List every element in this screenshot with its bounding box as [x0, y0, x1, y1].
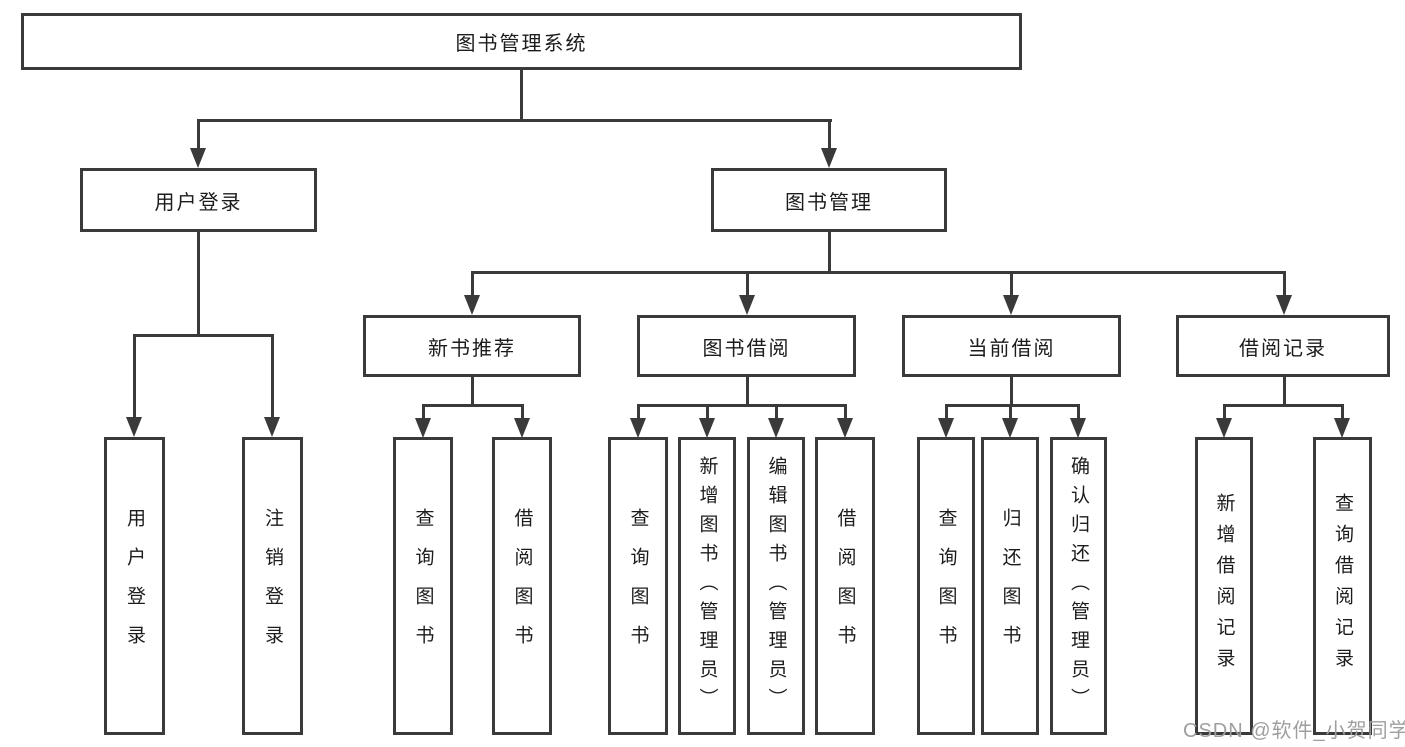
arrow-down-icon: [1276, 295, 1292, 315]
node-label: 归还图书: [999, 508, 1021, 664]
arrow-down-icon: [126, 417, 142, 437]
node-br-add-record: 新增借阅记录: [1195, 437, 1253, 735]
node-bb-add-books-admin: 新增图书（管理员）: [678, 437, 736, 735]
node-label: 新书推荐: [428, 337, 516, 360]
node-cb-confirm-return-admin: 确认归还（管理员）: [1050, 437, 1107, 735]
watermark-text: CSDN @软件_小贺同学: [1183, 720, 1405, 742]
node-label: 图书管理: [785, 191, 873, 214]
arrow-down-icon: [1002, 418, 1018, 438]
node-label: 注销登录: [262, 508, 283, 664]
node-label: 用户登录: [124, 508, 145, 664]
connector-line: [471, 271, 1286, 274]
node-label: 新增图书（管理员）: [696, 455, 718, 717]
connector-line: [271, 334, 274, 417]
node-label: 图书借阅: [702, 337, 791, 360]
connector-line: [197, 119, 200, 149]
node-new-book-recommendation: 新书推荐: [363, 315, 581, 377]
connector-line: [1223, 404, 1226, 419]
connector-line: [775, 404, 778, 419]
connector-line: [520, 70, 523, 120]
arrow-down-icon: [1216, 418, 1232, 438]
arrow-down-icon: [514, 418, 530, 438]
connector-line: [1009, 404, 1012, 419]
node-label: 新增借阅记录: [1213, 493, 1235, 679]
connector-line: [1341, 404, 1344, 419]
arrow-down-icon: [1334, 418, 1350, 438]
arrow-down-icon: [938, 418, 954, 438]
node-label: 用户登录: [154, 191, 243, 214]
node-library-management-system: 图书管理系统: [21, 13, 1022, 70]
node-label: 当前借阅: [967, 337, 1056, 360]
node-user-login-group: 用户登录: [80, 168, 317, 232]
node-book-borrowing: 图书借阅: [637, 315, 856, 377]
connector-line: [133, 334, 274, 337]
node-cb-query-books: 查询图书: [917, 437, 975, 735]
node-current-borrowing: 当前借阅: [902, 315, 1121, 377]
arrow-down-icon: [768, 418, 784, 438]
connector-line: [746, 271, 749, 295]
connector-line: [422, 404, 524, 407]
node-br-query-record: 查询借阅记录: [1313, 437, 1372, 735]
arrow-down-icon: [190, 148, 206, 168]
connector-line: [521, 404, 524, 419]
arrow-down-icon: [1003, 295, 1019, 315]
connector-line: [945, 404, 948, 419]
node-label: 图书管理系统: [455, 33, 588, 55]
connector-line: [471, 271, 474, 295]
node-logout: 注销登录: [242, 437, 303, 735]
connector-line: [1077, 404, 1080, 419]
connector-line: [637, 404, 640, 419]
node-label: 查询图书: [627, 508, 649, 664]
node-rec-borrow-books: 借阅图书: [492, 437, 552, 735]
connector-line: [637, 404, 847, 407]
node-label: 确认归还（管理员）: [1068, 455, 1089, 717]
node-bb-borrow-books: 借阅图书: [815, 437, 875, 735]
arrow-down-icon: [630, 418, 646, 438]
connector-line: [1223, 404, 1344, 407]
node-label: 查询图书: [412, 508, 434, 664]
node-label: 借阅图书: [834, 508, 856, 664]
node-label: 借阅图书: [511, 508, 533, 664]
node-label: 编辑图书（管理员）: [765, 455, 787, 717]
node-bb-query-books: 查询图书: [608, 437, 668, 735]
node-book-management: 图书管理: [711, 168, 947, 232]
node-label: 查询借阅记录: [1332, 493, 1353, 679]
arrow-down-icon: [1070, 418, 1086, 438]
connector-line: [828, 119, 831, 149]
connector-line: [133, 334, 136, 417]
connector-line: [197, 232, 200, 337]
arrow-down-icon: [264, 417, 280, 437]
connector-line: [945, 404, 1080, 407]
connector-line: [197, 119, 832, 122]
node-user-login: 用户登录: [104, 437, 165, 735]
arrow-down-icon: [837, 418, 853, 438]
node-cb-return-books: 归还图书: [981, 437, 1039, 735]
connector-line: [1283, 271, 1286, 295]
connector-line: [1010, 377, 1013, 407]
arrow-down-icon: [821, 148, 837, 168]
node-bb-edit-books-admin: 编辑图书（管理员）: [747, 437, 805, 735]
arrow-down-icon: [739, 295, 755, 315]
connector-line: [844, 404, 847, 419]
node-rec-query-books: 查询图书: [393, 437, 453, 735]
connector-line: [1283, 377, 1286, 407]
connector-line: [1010, 271, 1013, 295]
connector-line: [828, 232, 831, 274]
arrow-down-icon: [415, 418, 431, 438]
connector-line: [706, 404, 709, 419]
node-borrowing-records: 借阅记录: [1176, 315, 1390, 377]
connector-line: [422, 404, 425, 419]
arrow-down-icon: [699, 418, 715, 438]
connector-line: [746, 377, 749, 407]
arrow-down-icon: [464, 295, 480, 315]
node-label: 查询图书: [935, 508, 957, 664]
node-label: 借阅记录: [1239, 337, 1327, 360]
connector-line: [471, 377, 474, 407]
